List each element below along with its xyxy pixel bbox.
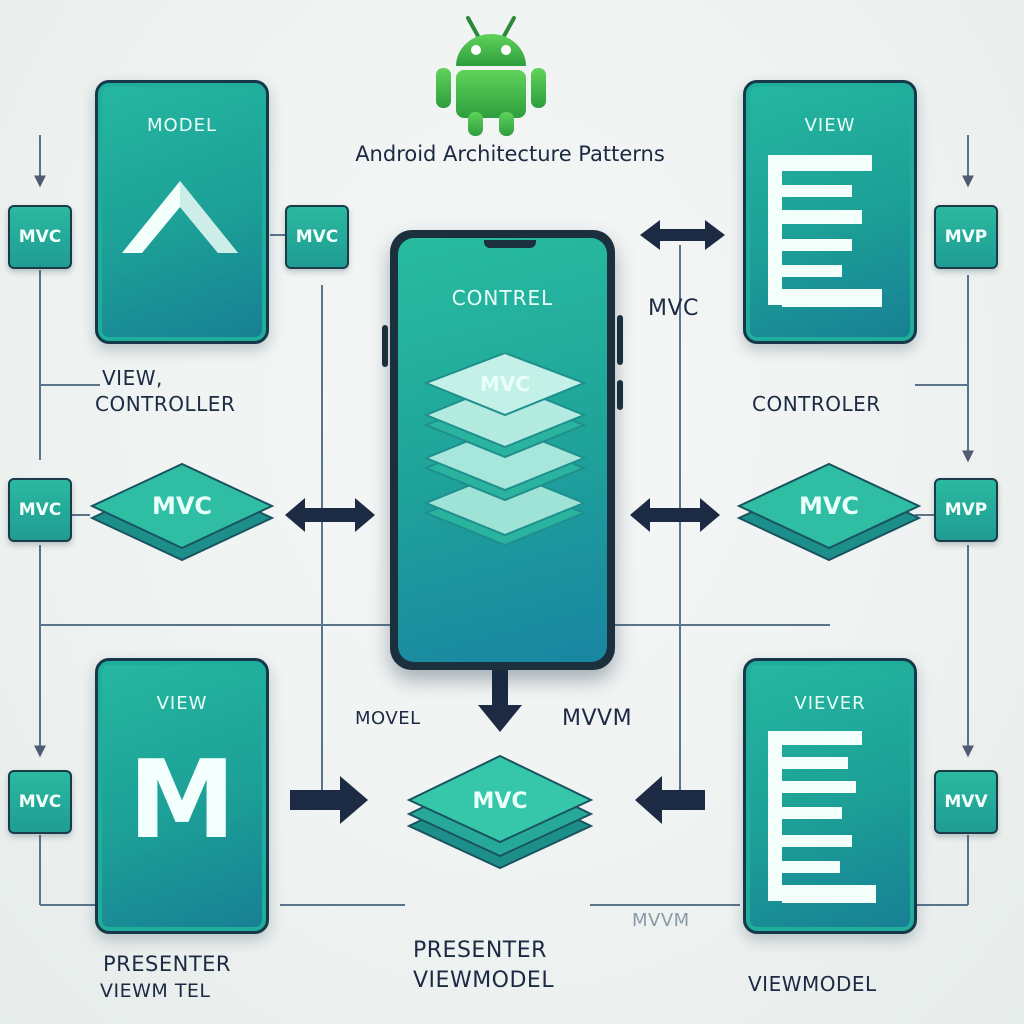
mvc-label: MVC <box>648 296 699 321</box>
mvc-stack-left: MVC <box>89 462 275 562</box>
view-phone-top-label: VIEW <box>804 115 856 136</box>
mvc-badge: MVC <box>8 205 72 269</box>
view-phone-top: VIEW <box>743 80 917 344</box>
viewmodel-label-center: VIEWMODEL <box>413 968 555 993</box>
controller-phone: CONTREL MVC <box>382 230 623 670</box>
layers-list-icon <box>768 731 876 903</box>
presenter-label-left: PRESENTER <box>103 952 232 976</box>
mvvm-faint-label: MVVM <box>632 910 690 931</box>
m-glyph: M <box>128 753 235 843</box>
controller-phone-label: CONTREL <box>451 286 554 310</box>
side-button <box>382 325 388 367</box>
android-robot-icon <box>436 16 546 136</box>
chevron-up-icon <box>122 181 238 253</box>
m-glyph-text: M <box>128 753 235 843</box>
model-phone: MODEL <box>95 80 269 344</box>
movel-label: MOVEL <box>355 708 421 729</box>
right-stack-label: MVC <box>799 492 859 520</box>
side-button <box>617 380 623 410</box>
mvc-badge: MVC <box>285 205 349 269</box>
viewm-tel-label: VIEWM TEL <box>100 980 211 1002</box>
mvvm-label: MVVM <box>562 706 633 731</box>
phone-notch <box>484 240 536 248</box>
mvc-badge: MVC <box>8 478 72 542</box>
view-phone-bottom-right: VIEVER <box>743 658 917 934</box>
controler-label: CONTROLER <box>752 392 881 416</box>
layer-stack-icon: MVC <box>423 353 587 547</box>
view-controller-label-line1: VIEW, <box>102 366 163 390</box>
center-stack-label: MVC <box>480 372 530 396</box>
bottom-stack-label: MVC <box>472 789 527 814</box>
side-button <box>617 315 623 365</box>
viewmodel-label-right: VIEWMODEL <box>748 972 877 996</box>
view-phone-bottom-left: VIEW M <box>95 658 269 934</box>
model-phone-label: MODEL <box>147 115 217 136</box>
view-phone-bottom-right-label: VIEVER <box>794 693 866 714</box>
view-controller-label-line2: CONTROLLER <box>95 392 236 416</box>
mvc-stack-bottom: MVC <box>406 754 594 870</box>
diagram-title: Android Architecture Patterns <box>355 142 665 166</box>
presenter-label-center: PRESENTER <box>413 938 547 963</box>
mvp-badge: MVP <box>934 478 998 542</box>
mvc-stack-right: MVC <box>736 462 922 562</box>
controller-screen: CONTREL MVC <box>398 238 607 662</box>
left-stack-label: MVC <box>152 492 212 520</box>
mvc-badge: MVC <box>8 770 72 834</box>
view-phone-bottom-left-label: VIEW <box>156 693 208 714</box>
mvv-badge: MVV <box>934 770 998 834</box>
layers-list-icon <box>768 155 882 307</box>
mvp-badge: MVP <box>934 205 998 269</box>
